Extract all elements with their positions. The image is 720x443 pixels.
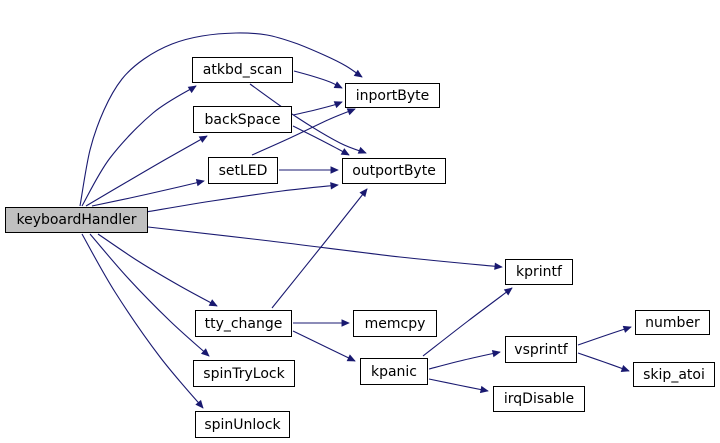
node-skip_atoi[interactable]: skip_atoi (633, 362, 715, 387)
edge-keyboardHandler-to-backSpace (85, 135, 208, 207)
node-keyboardHandler[interactable]: keyboardHandler (5, 207, 148, 233)
node-spinUnlock[interactable]: spinUnlock (195, 411, 290, 438)
edge-keyboardHandler-to-spinUnlock (81, 233, 204, 409)
edge-keyboardHandler-to-setLED (91, 179, 205, 207)
node-memcpy[interactable]: memcpy (353, 310, 437, 337)
edge-kpanic-to-vsprintf (428, 349, 501, 370)
edge-keyboardHandler-to-outportByte (145, 182, 339, 213)
edge-backSpace-to-inportByte (292, 101, 343, 116)
edge-keyboardHandler-to-tty_change (97, 233, 218, 307)
node-number[interactable]: number (635, 310, 710, 335)
edge-vsprintf-to-number (577, 325, 632, 346)
node-kprintf[interactable]: kprintf (505, 259, 573, 285)
node-setLED[interactable]: setLED (208, 157, 278, 184)
edge-keyboardHandler-to-kprintf (147, 226, 503, 270)
edge-atkbd_scan-to-inportByte (293, 70, 343, 89)
edge-vsprintf-to-skip_atoi (577, 352, 630, 372)
edge-keyboardHandler-to-spinTryLock (89, 233, 210, 357)
node-tty_change[interactable]: tty_change (195, 310, 292, 337)
node-backSpace[interactable]: backSpace (193, 106, 292, 133)
edge-backSpace-to-outportByte (292, 125, 350, 156)
node-inportByte[interactable]: inportByte (345, 83, 440, 108)
node-kpanic[interactable]: kpanic (360, 358, 428, 385)
edge-keyboardHandler-to-atkbd_scan (81, 85, 197, 207)
edge-setLED-to-inportByte (251, 108, 356, 156)
node-irqDisable[interactable]: irqDisable (493, 386, 585, 412)
edge-atkbd_scan-to-outportByte (249, 83, 367, 154)
edge-keyboardHandler-to-inportByte (79, 32, 363, 207)
edge-tty_change-to-outportByte (271, 188, 368, 309)
node-vsprintf[interactable]: vsprintf (505, 336, 577, 363)
node-outportByte[interactable]: outportByte (342, 158, 446, 184)
edge-kpanic-to-irqDisable (428, 378, 489, 394)
node-spinTryLock[interactable]: spinTryLock (193, 360, 295, 387)
edge-tty_change-to-kpanic (292, 330, 356, 362)
edge-kpanic-to-kprintf (422, 287, 513, 357)
node-atkbd_scan[interactable]: atkbd_scan (192, 57, 293, 83)
